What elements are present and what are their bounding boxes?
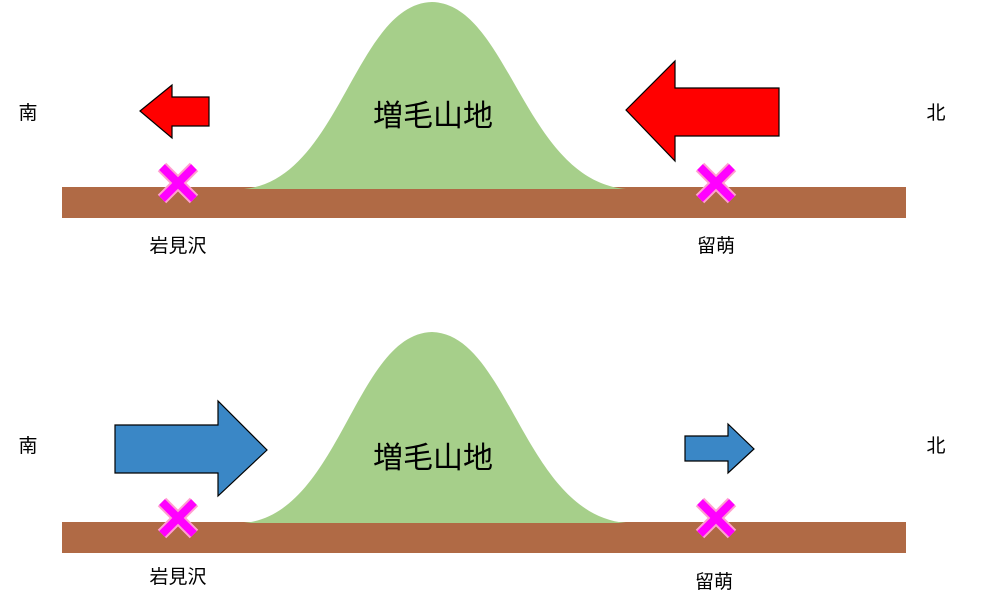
- north-label: 北: [926, 102, 945, 124]
- south-label: 南: [18, 102, 37, 124]
- cross-icon-core: [697, 499, 735, 537]
- cross-icon-core: [159, 164, 197, 202]
- wind-arrow-small: [684, 422, 755, 475]
- station-label-right: 留萌: [697, 235, 735, 257]
- station-marker-right: [695, 162, 737, 204]
- station-marker-left: [157, 162, 199, 204]
- mountain-label: 増毛山地: [373, 99, 493, 134]
- cross-icon-core: [697, 164, 735, 202]
- wind-arrow-large: [625, 59, 780, 163]
- mountain-shape: [244, 2, 626, 189]
- station-label-right: 留萌: [695, 571, 733, 593]
- station-label-left: 岩見沢: [149, 235, 206, 257]
- wind-arrow-large: [114, 399, 268, 498]
- wind-arrow-small: [139, 83, 210, 140]
- top-panel: 増毛山地 南 北 岩見沢 留萌: [18, 2, 946, 257]
- station-marker-left: [157, 497, 199, 539]
- south-label: 南: [18, 435, 37, 457]
- station-marker-right: [695, 497, 737, 539]
- station-label-left: 岩見沢: [149, 566, 206, 588]
- north-label: 北: [926, 435, 945, 457]
- ground-bar: [62, 522, 906, 553]
- bottom-panel: 増毛山地 南 北 岩見沢 留萌: [18, 332, 946, 593]
- ground-bar: [62, 187, 906, 218]
- mountain-shape: [244, 332, 626, 523]
- mountain-label: 増毛山地: [373, 441, 493, 476]
- cross-icon-core: [159, 499, 197, 537]
